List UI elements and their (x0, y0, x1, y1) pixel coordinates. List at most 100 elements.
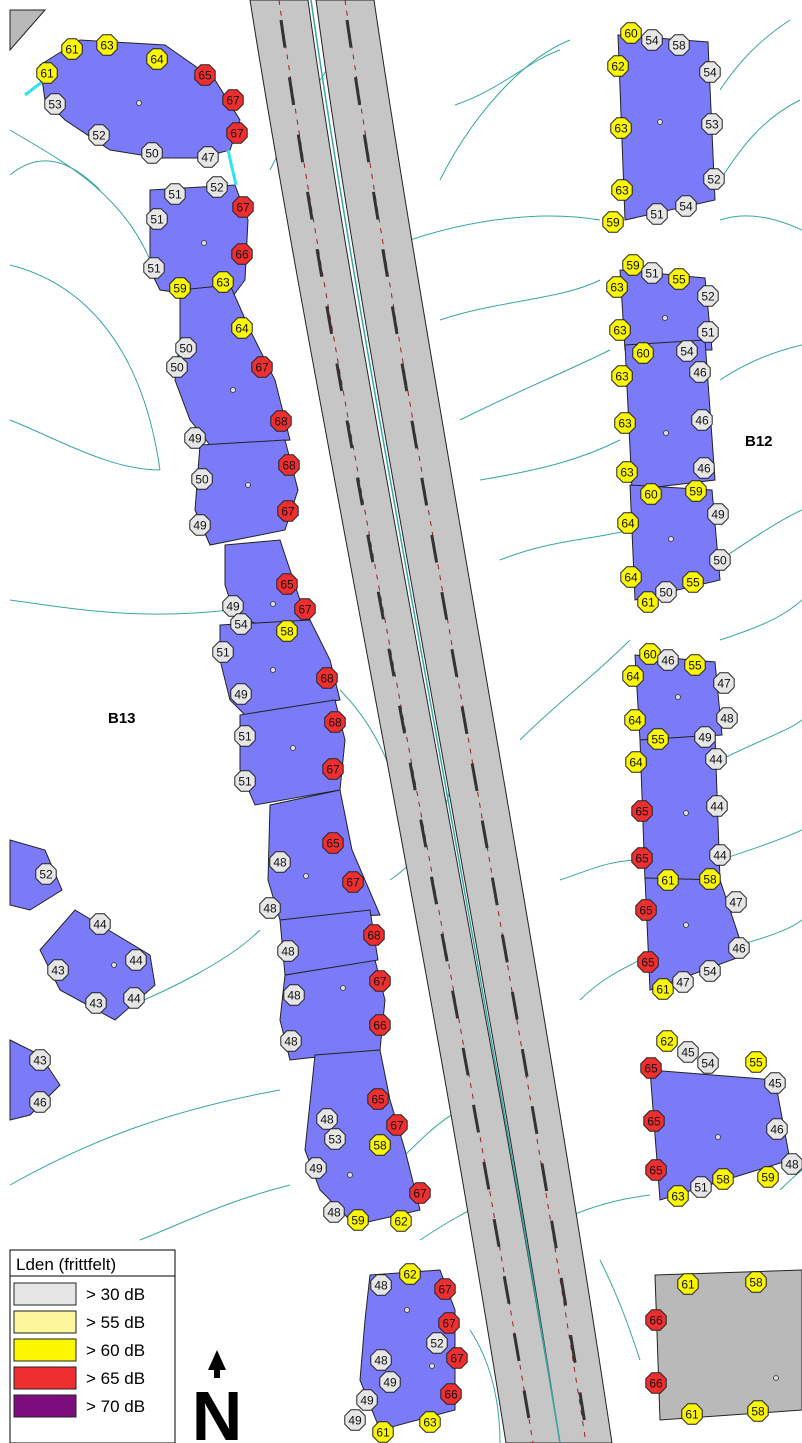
noise-badge: 61 (652, 978, 674, 1000)
noise-badge: 49 (189, 514, 211, 536)
noise-badge-shape (620, 566, 642, 588)
noise-badge-shape (194, 64, 216, 86)
noise-badge-value: 63 (618, 417, 632, 431)
noise-badge: 61 (61, 38, 83, 60)
noise-badge-value: 52 (701, 290, 715, 304)
noise-badge: 50 (655, 581, 677, 603)
contour-line (9, 160, 101, 191)
noise-badge: 51 (234, 770, 256, 792)
noise-badge-shape (611, 365, 633, 387)
noise-badge-shape (677, 1041, 699, 1063)
contour-line (459, 349, 611, 421)
noise-badge-value: 60 (624, 27, 638, 41)
noise-badge-value: 62 (403, 1268, 417, 1282)
noise-badge-value: 65 (280, 578, 294, 592)
noise-badge-shape (363, 924, 385, 946)
noise-badge: 50 (141, 142, 163, 164)
noise-badge-value: 67 (255, 361, 269, 375)
noise-badge-value: 54 (680, 345, 694, 359)
noise-badge: 50 (191, 468, 213, 490)
noise-badge: 46 (657, 649, 679, 671)
noise-badge: 65 (635, 899, 657, 921)
facade-line (226, 149, 238, 186)
noise-badge-value: 67 (373, 975, 387, 989)
noise-badge-value: 48 (273, 856, 287, 870)
noise-badge: 55 (668, 268, 690, 290)
noise-badge: 51 (646, 203, 668, 225)
noise-badge-value: 46 (33, 1096, 47, 1110)
noise-badge-value: 50 (179, 342, 193, 356)
noise-badge-value: 58 (749, 1276, 763, 1290)
noise-badge-shape (322, 832, 344, 854)
noise-badge-value: 44 (713, 849, 727, 863)
noise-badge-shape (141, 142, 163, 164)
contour-line (439, 279, 601, 321)
noise-badge-value: 68 (320, 672, 334, 686)
noise-badge-shape (657, 649, 679, 671)
noise-badge: 49 (707, 503, 729, 525)
noise-badge-value: 66 (444, 1388, 458, 1402)
noise-badge: 45 (677, 1041, 699, 1063)
legend-label: > 65 dB (86, 1369, 145, 1388)
noise-badge-value: 51 (645, 267, 659, 281)
building-centroid (683, 810, 689, 816)
noise-badge-shape (672, 971, 694, 993)
noise-badge-value: 62 (660, 1035, 674, 1049)
noise-badge-shape (276, 620, 298, 642)
noise-badge-value: 47 (201, 151, 215, 165)
noise-badge-shape (175, 337, 197, 359)
noise-badge-value: 48 (281, 945, 295, 959)
noise-badge-shape (712, 1168, 734, 1190)
noise-badge-value: 46 (693, 366, 707, 380)
noise-badge-shape (276, 573, 298, 595)
noise-badge-shape (699, 61, 721, 83)
noise-badge-value: 65 (639, 904, 653, 918)
noise-badge: 44 (89, 913, 111, 935)
noise-badge-value: 63 (671, 1190, 685, 1204)
building-grey-south (654, 1269, 802, 1421)
noise-badge-value: 61 (65, 43, 79, 57)
noise-badge-value: 48 (263, 902, 277, 916)
noise-badge: 60 (620, 22, 642, 44)
noise-badge-value: 51 (147, 262, 161, 276)
noise-badge: 50 (709, 549, 731, 571)
noise-badge: 54 (641, 29, 663, 51)
contour-line (719, 509, 802, 561)
noise-badge-shape (283, 984, 305, 1006)
noise-badge: 46 (691, 409, 713, 431)
noise-badge-value: 64 (235, 322, 249, 336)
noise-badge-value: 64 (624, 571, 638, 585)
noise-badge-shape (29, 1091, 51, 1113)
noise-badge: 50 (175, 337, 197, 359)
noise-badge: 68 (316, 667, 338, 689)
noise-badge: 64 (146, 48, 168, 70)
noise-badge: 65 (631, 800, 653, 822)
noise-badge-shape (212, 641, 234, 663)
legend-title: Lden (frittfelt) (16, 1255, 116, 1274)
noise-badge-shape (347, 1209, 369, 1231)
noise-badge-value: 63 (620, 466, 634, 480)
noise-badge-shape (88, 124, 110, 146)
noise-badge-value: 67 (236, 201, 250, 215)
noise-badge-shape (367, 1088, 389, 1110)
noise-badge-value: 47 (729, 896, 743, 910)
legend-label: > 70 dB (86, 1397, 145, 1416)
noise-badge: 58 (699, 868, 721, 890)
building-centroid (136, 100, 142, 106)
noise-badge: 49 (356, 1389, 378, 1411)
noise-badge-value: 67 (450, 1352, 464, 1366)
noise-badge: 52 (426, 1332, 448, 1354)
noise-badge-shape (614, 412, 636, 434)
noise-badge-shape (269, 851, 291, 873)
noise-badge-value: 55 (749, 1056, 763, 1070)
noise-badge-value: 44 (127, 992, 141, 1006)
noise-badge: 66 (440, 1383, 462, 1405)
building-centroid (270, 667, 276, 673)
noise-badge-value: 51 (238, 730, 252, 744)
noise-badge: 54 (230, 613, 252, 635)
building-centroid (715, 1134, 721, 1140)
noise-badge-value: 51 (238, 775, 252, 789)
noise-badge-value: 67 (346, 876, 360, 890)
noise-badge-value: 48 (374, 1354, 388, 1368)
contour-line (719, 599, 802, 641)
